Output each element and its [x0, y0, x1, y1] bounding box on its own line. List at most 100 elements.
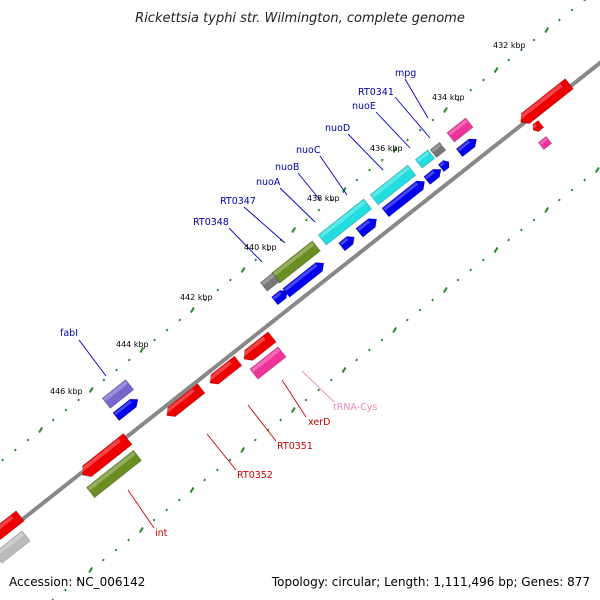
feature-highlight [357, 219, 371, 232]
leader-line [375, 111, 411, 149]
track-tick [228, 458, 232, 462]
gene-label-int: int [155, 528, 168, 539]
gene-feature [271, 290, 288, 306]
track-tick [493, 246, 499, 254]
feature-highlight [0, 515, 14, 537]
track-tick [253, 438, 257, 442]
leader-line [279, 187, 316, 223]
gene-feature [164, 383, 206, 417]
track-tick [380, 158, 384, 162]
gene-label-nuob: nuoB [275, 162, 299, 173]
genome-summary-text: Topology: circular; Length: 1,111,496 bp… [271, 575, 590, 589]
gene-feature [86, 449, 142, 499]
feature-body [338, 236, 355, 252]
gene-feature [518, 78, 574, 124]
gene-feature [249, 346, 287, 380]
feature-highlight [448, 119, 468, 136]
track-tick [279, 418, 283, 422]
track-tick [189, 486, 195, 494]
gene-feature [317, 198, 373, 246]
gene-label-trna-cys: tRNA-Cys [333, 402, 377, 413]
track-tick [355, 358, 359, 362]
tick-label: 444 kbp [116, 340, 149, 349]
feature-highlight [103, 381, 128, 402]
gene-feature [414, 149, 436, 169]
feature-highlight [87, 451, 136, 491]
feature-highlight [79, 438, 121, 473]
feature-highlight [114, 400, 132, 416]
track-tick [177, 498, 181, 502]
track-tick [13, 448, 17, 452]
track-tick [165, 328, 169, 332]
track-tick [544, 206, 550, 214]
feature-highlight [272, 242, 315, 276]
gene-feature [355, 218, 377, 238]
track-tick [203, 298, 207, 302]
track-tick [341, 186, 347, 194]
feature-body [271, 290, 288, 306]
gene-labels-bottom: tRNA-Cys xerD RT0351 RT0352 int [155, 402, 377, 539]
accession-text: Accession: NC_006142 [9, 575, 145, 589]
tick-label: 432 kbp [493, 41, 526, 50]
track-tick [570, 8, 574, 12]
feature-highlight [425, 170, 435, 179]
track-tick [405, 318, 409, 322]
track-tick [317, 388, 321, 392]
leader-line [247, 404, 277, 442]
track-tick [254, 258, 258, 262]
track-tick [330, 198, 334, 202]
track-tick [290, 406, 296, 414]
leader-line [301, 370, 335, 403]
track-tick [77, 398, 80, 402]
feature-highlight [518, 83, 563, 121]
track-tick [291, 226, 297, 234]
leader-line [347, 133, 384, 171]
track-tick [329, 378, 333, 382]
track-tick [127, 358, 131, 362]
feature-body [317, 198, 373, 246]
feature-body [0, 510, 25, 540]
feature-body [166, 383, 206, 417]
track-tick [469, 88, 473, 92]
gene-label-mpg: mpg [395, 68, 416, 79]
track-tick [507, 238, 511, 242]
track-tick [102, 378, 106, 382]
track-tick [341, 366, 347, 374]
feature-highlight [251, 348, 281, 373]
track-tick [215, 468, 219, 472]
track-tick [520, 48, 523, 52]
leader-line [319, 155, 348, 196]
track-tick [557, 18, 561, 22]
feature-body [369, 164, 417, 206]
gene-feature [369, 164, 417, 206]
feature-body [429, 141, 447, 159]
track-tick [507, 58, 511, 62]
track-tick [304, 218, 308, 222]
track-tick [101, 558, 105, 562]
track-tick [240, 446, 246, 454]
feature-body [381, 180, 425, 218]
track-tick [317, 208, 321, 212]
track-tick [583, 178, 587, 182]
track-tick [482, 78, 485, 82]
feature-body [282, 262, 325, 298]
track-tick [456, 278, 460, 282]
track-tick [368, 168, 371, 172]
track-tick [115, 368, 118, 372]
map-title: Rickettsia typhi str. Wilmington, comple… [135, 11, 465, 26]
leader-line [404, 78, 429, 119]
track-tick [392, 326, 398, 334]
track-tick [304, 398, 308, 402]
gene-label-nuod: nuoD [325, 123, 350, 134]
feature-highlight [207, 361, 232, 382]
gene-feature [79, 433, 133, 478]
track-tick [418, 308, 422, 312]
feature-highlight [164, 388, 195, 414]
track-tick [153, 338, 156, 342]
track-tick [519, 228, 523, 232]
gene-label-rt0351: RT0351 [277, 441, 313, 452]
feature-body [537, 135, 553, 151]
track-tick [76, 578, 80, 582]
feature-highlight [261, 274, 275, 286]
feature-highlight [431, 143, 442, 153]
